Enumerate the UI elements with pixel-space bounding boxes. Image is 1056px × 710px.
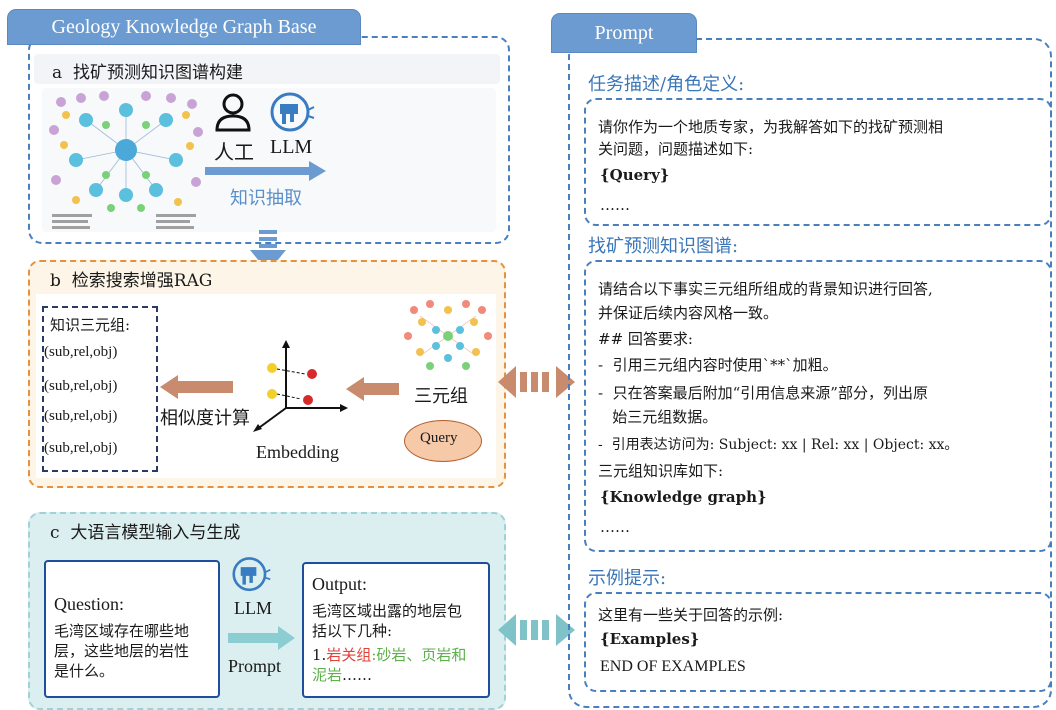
human-label: 人工: [214, 140, 254, 164]
kg-box: [584, 260, 1052, 552]
question-box: [44, 560, 220, 698]
task-section-title: 任务描述/角色定义:: [588, 74, 745, 95]
kg-line-5: - 只在答案最后附加“引用信息来源”部分，列出原: [598, 384, 928, 402]
section-a-header: [34, 54, 500, 84]
kg-graph-var: {Knowledge graph}: [600, 488, 767, 506]
output-line-1: 毛湾区域出露的地层包: [312, 602, 463, 620]
similarity-label: 相似度计算: [160, 408, 250, 429]
person-icon: [215, 93, 251, 132]
task-query-var: {Query}: [600, 166, 670, 184]
examples-var: {Examples}: [600, 630, 700, 648]
similarity-arrow: [160, 375, 233, 399]
task-line-1: 请你作为一个地质专家，为我解答如下的找矿预测相: [598, 118, 944, 136]
triple-group-image: [404, 300, 492, 370]
extract-arrow: [205, 161, 326, 181]
llm-label-c: LLM: [234, 598, 272, 618]
triple-group-label: 三元组: [414, 386, 468, 407]
llm-label-a: LLM: [270, 136, 313, 158]
output-item-tail: ……: [342, 666, 373, 684]
task-line-2: 关问题，问题描述如下:: [598, 140, 754, 158]
section-b-title: b 检索搜索增强RAG: [50, 271, 213, 291]
llm-elephant-icon-c: [232, 557, 271, 592]
section-a-title: a 找矿预测知识图谱构建: [52, 63, 243, 83]
kg-section-title: 找矿预测知识图谱:: [588, 236, 739, 257]
examples-line: 这里有一些关于回答的示例:: [598, 606, 784, 624]
knowledge-graph-image: [49, 91, 203, 229]
section-c-title: c 大语言模型输入与生成: [50, 523, 241, 543]
kg-line-3: ## 回答要求:: [598, 330, 693, 348]
triples-box: [42, 306, 158, 472]
question-line-1: 毛湾区域存在哪些地: [54, 622, 190, 640]
query-ellipse: [404, 420, 482, 462]
kg-line-4: - 引用三元组内容时使用`**`加粗。: [598, 356, 838, 374]
prompt-title: Prompt: [552, 14, 696, 52]
prompt-arrow: [228, 626, 295, 650]
output-item-sep: :: [371, 646, 377, 664]
query-label: Query: [420, 430, 458, 446]
examples-box: [584, 592, 1052, 692]
rag-to-prompt-double-arrow: [498, 366, 575, 398]
question-line-2: 层，这些地层的岩性: [54, 642, 190, 660]
kg-ellipsis: ……: [600, 518, 630, 536]
embedding-label: Embedding: [256, 442, 339, 462]
triple-2: (sub,rel,obj): [44, 378, 118, 394]
llm-elephant-icon: [270, 92, 315, 132]
section-a-body: [42, 88, 496, 232]
output-item-prefix: 1.: [312, 646, 327, 664]
embedding-plot: [253, 340, 348, 432]
examples-section-title: 示例提示:: [588, 568, 667, 589]
output-line-3: 1.岩关组:砂岩、页岩和: [312, 644, 466, 665]
output-item-green: 砂岩、页岩和: [376, 646, 467, 664]
output-box: [302, 562, 490, 698]
output-line-2: 括以下几种:: [312, 622, 393, 640]
output-item-red: 岩关组: [326, 646, 372, 664]
triple-1: (sub,rel,obj): [44, 344, 118, 360]
kg-line-8: 三元组知识库如下:: [598, 462, 724, 480]
examples-end: END OF EXAMPLES: [600, 658, 746, 675]
prompt-label-c: Prompt: [228, 656, 282, 676]
question-line-3: 是什么。: [54, 662, 115, 680]
question-title: Question:: [54, 594, 124, 614]
task-ellipsis: ……: [600, 196, 630, 214]
kg-line-6: 始三元组数据。: [598, 408, 718, 426]
task-box: [584, 98, 1052, 226]
triple-3: (sub,rel,obj): [44, 408, 118, 424]
triple-4: (sub,rel,obj): [44, 440, 118, 456]
output-title: Output:: [312, 574, 368, 594]
triple-group-arrow: [346, 377, 399, 401]
gen-to-prompt-double-arrow: [498, 614, 575, 646]
kg-line-7: - 引用表达访问为: Subject: xx | Rel: xx | Objec…: [598, 437, 959, 453]
kg-base-title: Geology Knowledge Graph Base: [8, 10, 360, 44]
triples-title: 知识三元组:: [50, 316, 131, 334]
extract-label: 知识抽取: [230, 188, 302, 209]
output-item-green2: 泥岩: [312, 666, 343, 684]
output-line-4: 泥岩……: [312, 664, 372, 685]
kg-line-1: 请结合以下事实三元组所组成的背景知识进行回答,: [598, 280, 933, 298]
kg-line-2: 并保证后续内容风格一致。: [598, 304, 779, 322]
